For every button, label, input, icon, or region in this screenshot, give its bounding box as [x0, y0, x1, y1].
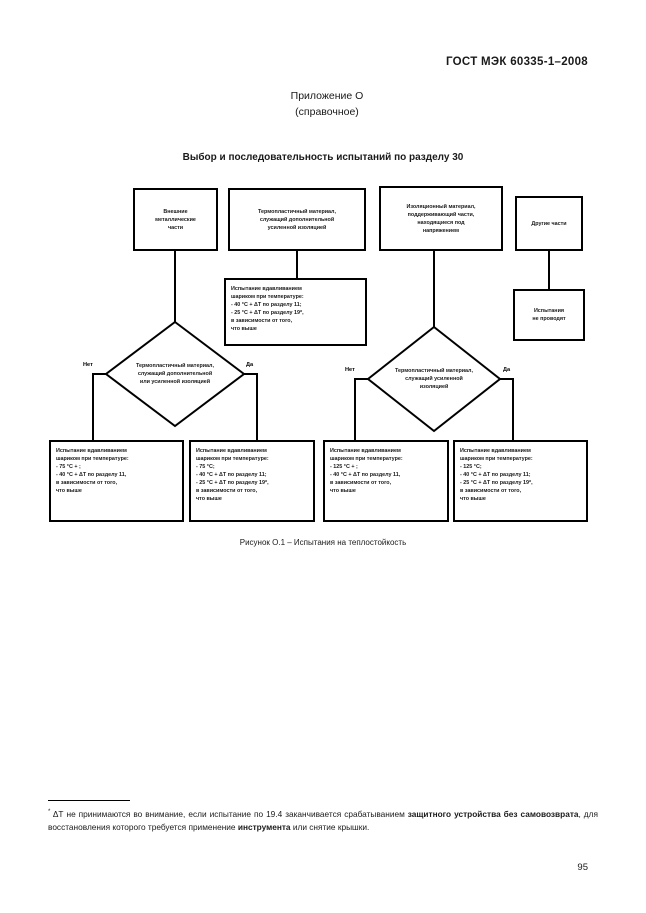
node-line: в зависимости от того, [330, 480, 392, 486]
node-line: что выше [196, 496, 222, 502]
node-line: - 75 °С; [196, 464, 215, 470]
node-other-parts[interactable]: Другие части [515, 196, 583, 251]
footnote-marker: * [48, 809, 51, 815]
annex-title-text: Приложение О [290, 90, 364, 102]
decision-2-shape [366, 325, 502, 433]
node-line: шариком при температуре: [460, 456, 533, 462]
node-ball-test-4[interactable]: Испытание вдавливанием шариком при темпе… [453, 440, 588, 522]
node-line: - 40 °С + ΔТ по разделу 11, [56, 472, 127, 478]
figure-caption: Рисунок О.1 – Испытания на теплостойкост… [239, 538, 407, 547]
node-line: находящиеся под [417, 219, 465, 226]
node-line: поддерживающий части, [407, 211, 475, 218]
node-no-tests-performed[interactable]: Испытания не проводят [513, 289, 585, 341]
node-line: Испытание вдавливанием [231, 286, 302, 292]
node-ball-test-1[interactable]: Испытание вдавливанием шариком при темпе… [49, 440, 184, 522]
node-line: - 75 °С + ; [56, 464, 81, 470]
footnote-text-2: , для восстановления которого требуется … [48, 808, 598, 832]
node-line: шариком при температуре: [231, 294, 304, 300]
node-line: металлические [155, 216, 196, 223]
node-line: в зависимости от того, [231, 318, 293, 324]
node-line: - 25 °С + ΔТ по разделу 19*, [460, 480, 533, 486]
node-line: - 40 °С + ΔТ по разделу 11; [460, 472, 531, 478]
decision-line: дополнительной [166, 371, 213, 377]
node-line: не проводят [532, 316, 566, 322]
node-line: усиленной изоляцией [267, 224, 327, 231]
node-line: - 125 °С + ; [330, 464, 358, 470]
footnote-bold-2: инструмента [237, 821, 291, 832]
decision-line: Термопластичный [136, 363, 186, 369]
decision-line: Термопластичный [395, 368, 445, 374]
flowchart-decision-shapes [104, 320, 502, 433]
edge-label-no-2: Нет [345, 367, 355, 373]
decision-line: усиленной [434, 376, 463, 382]
footnote-text-3: или снятие крышки. [290, 821, 370, 832]
edge-label-yes-1: Да [246, 362, 254, 368]
decision-thermoplastic-reinforced[interactable]: Термопластичный материал, служащий усиле… [368, 327, 500, 431]
node-line: Испытание вдавливанием [460, 448, 531, 454]
decision-line: или усиленной [139, 379, 181, 385]
page-number: 95 [577, 862, 588, 873]
edge-label-yes-2: Да [503, 367, 511, 373]
node-line: в зависимости от того, [196, 488, 258, 494]
node-line: что выше [330, 488, 356, 494]
node-line: в зависимости от того, [460, 488, 522, 494]
annex-subtitle-text: (справочное) [295, 106, 359, 118]
node-line: - 40 °С + ΔТ по разделу 11, [330, 472, 401, 478]
node-ball-test-middle[interactable]: Испытание вдавливанием шариком при темпе… [224, 278, 367, 346]
node-external-metal-parts[interactable]: Внешние металлические части [133, 188, 218, 251]
edge-label-no-1: Нет [83, 362, 93, 368]
footnote-text-1: ΔТ не принимаются во внимание, если испы… [52, 808, 408, 819]
node-ball-test-3[interactable]: Испытание вдавливанием шариком при темпе… [323, 440, 449, 522]
node-line: Испытания [533, 308, 565, 314]
node-ball-test-2[interactable]: Испытание вдавливанием шариком при темпе… [189, 440, 315, 522]
node-line: служащий дополнительной [259, 216, 335, 223]
node-line: шариком при температуре: [56, 456, 129, 462]
decision-line: материал, служащий [405, 368, 473, 382]
node-line: Испытание вдавливанием [56, 448, 127, 454]
node-line: что выше [56, 488, 82, 494]
node-thermoplastic-supplementary-insulation[interactable]: Термопластичный материал, служащий допол… [228, 188, 366, 251]
node-line: - 25 °С + ΔТ по разделу 19*, [231, 310, 304, 316]
flowchart-connectors [92, 251, 550, 440]
node-line: Термопластичный материал, [258, 208, 336, 215]
node-line: напряжением [422, 227, 460, 234]
decision-1-shape [104, 320, 246, 428]
decision-line: изоляцией [419, 384, 449, 390]
node-line: Внешние [163, 208, 188, 215]
decision-line: изоляцией [181, 379, 211, 385]
node-line: - 40 °С + ΔТ по разделу 11; [231, 302, 302, 308]
annex-heading: Приложение О (справочное) [0, 88, 646, 120]
footnote-separator [48, 800, 130, 801]
section-heading: Выбор и последовательность испытаний по … [182, 152, 464, 163]
node-line: в зависимости от того, [56, 480, 118, 486]
flowchart: Внешние металлические части Термопластич… [49, 186, 588, 522]
node-line: - 40 °С + ΔТ по разделу 11; [196, 472, 267, 478]
node-line: шариком при температуре: [196, 456, 269, 462]
decision-line: материал, служащий [137, 363, 214, 377]
node-line: Другие части [531, 220, 567, 227]
node-line: - 125 °С; [460, 464, 482, 470]
node-line: части [167, 224, 184, 231]
node-line: что выше [231, 326, 257, 332]
standard-identifier: ГОСТ МЭК 60335-1–2008 [445, 56, 588, 68]
node-insulating-material-live-parts[interactable]: Изоляционный материал, поддерживающий ча… [379, 186, 503, 251]
node-line: - 25 °С + ΔТ по разделу 19*, [196, 480, 269, 486]
footnote: * ΔТ не принимаются во внимание, если ис… [48, 806, 598, 834]
node-line: шариком при температуре: [330, 456, 403, 462]
decision-thermoplastic-supplementary-or-reinforced[interactable]: Термопластичный материал, служащий допол… [106, 322, 244, 426]
node-line: что выше [460, 496, 486, 502]
node-line: Изоляционный материал, [406, 203, 476, 210]
node-line: Испытание вдавливанием [196, 448, 267, 454]
node-line: Испытание вдавливанием [330, 448, 401, 454]
footnote-bold-1: защитного устройства без самовозврата [407, 808, 579, 819]
